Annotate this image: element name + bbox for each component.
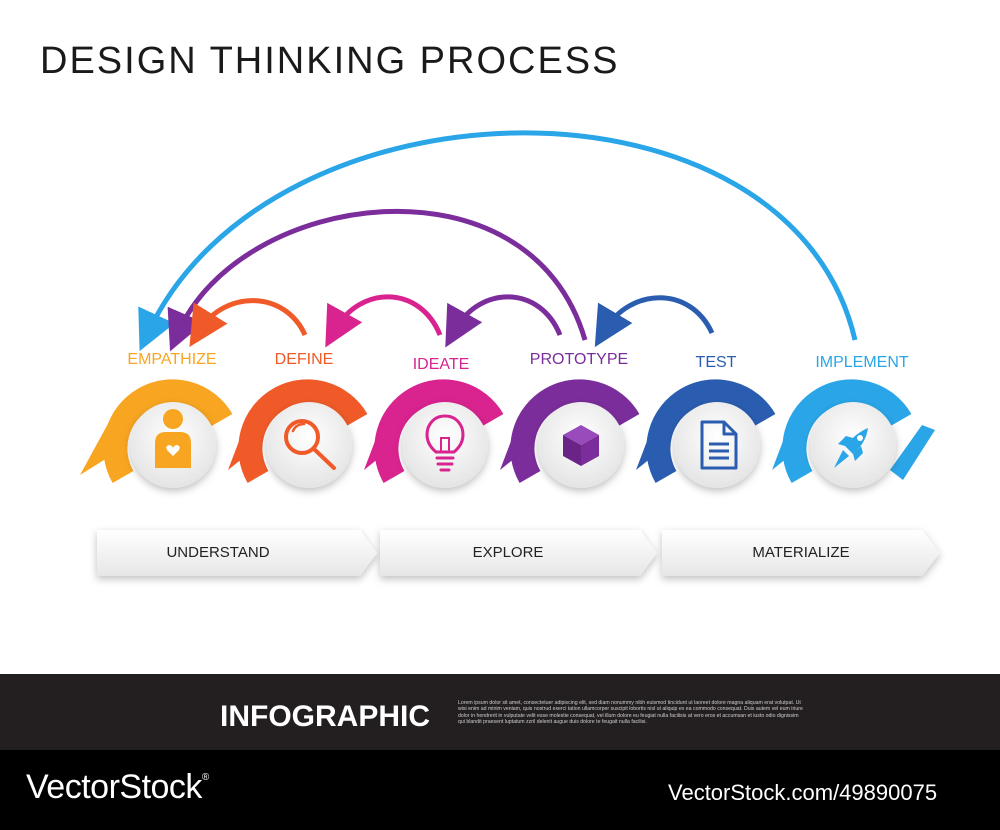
phase-chevron-understand	[97, 530, 377, 576]
feedback-arrow-prototype-to-empathize	[167, 208, 588, 352]
phase-label-materialize: MATERIALIZE	[752, 544, 850, 561]
watermark-bar	[0, 750, 1000, 830]
vectorstock-url: VectorStock.com/49890075	[668, 780, 938, 805]
infographic-heading: INFOGRAPHIC	[220, 700, 430, 733]
step-label-implement: IMPLEMENT	[815, 354, 909, 371]
magnifier-icon	[284, 419, 336, 470]
page-title: DESIGN THINKING PROCESS	[40, 40, 620, 82]
step-label-define: DEFINE	[274, 351, 334, 368]
step-test	[636, 379, 776, 488]
step-label-ideate: IDEATE	[412, 356, 470, 373]
document-icon	[700, 420, 738, 470]
step-label-test: TEST	[695, 354, 737, 371]
step-label-prototype: PROTOTYPE	[529, 351, 629, 368]
feedback-arrow-ideate-to-define	[325, 294, 443, 348]
registered-mark: ®	[201, 772, 209, 783]
feedback-arrow-prototype-to-ideate	[445, 294, 563, 348]
rocket-icon	[834, 428, 868, 468]
phase-label-understand: UNDERSTAND	[166, 544, 270, 561]
vectorstock-logo-text: VectorStock	[26, 768, 202, 806]
phase-label-explore: EXPLORE	[472, 544, 544, 561]
step-ideate	[364, 379, 504, 488]
feedback-arrow-implement-to-empathize	[138, 130, 858, 352]
vectorstock-logo: VectorStock®	[26, 768, 209, 807]
feedback-arrow-define-to-empathize	[189, 298, 308, 347]
cube-icon	[563, 425, 599, 466]
person-heart-icon	[155, 409, 191, 468]
step-label-empathize: EMPATHIZE	[127, 351, 217, 368]
step-prototype	[500, 379, 640, 488]
infographic-body-text: Lorem ipsum dolor sit amet, consectetuer…	[458, 700, 803, 726]
step-empathize	[80, 379, 233, 488]
phase-chevron-materialize	[662, 530, 940, 576]
step-define	[228, 379, 368, 488]
lightbulb-icon	[425, 414, 465, 472]
feedback-arrow-test-to-prototype	[594, 295, 715, 348]
process-diagram	[80, 130, 940, 576]
phase-chevron-explore	[380, 530, 657, 576]
